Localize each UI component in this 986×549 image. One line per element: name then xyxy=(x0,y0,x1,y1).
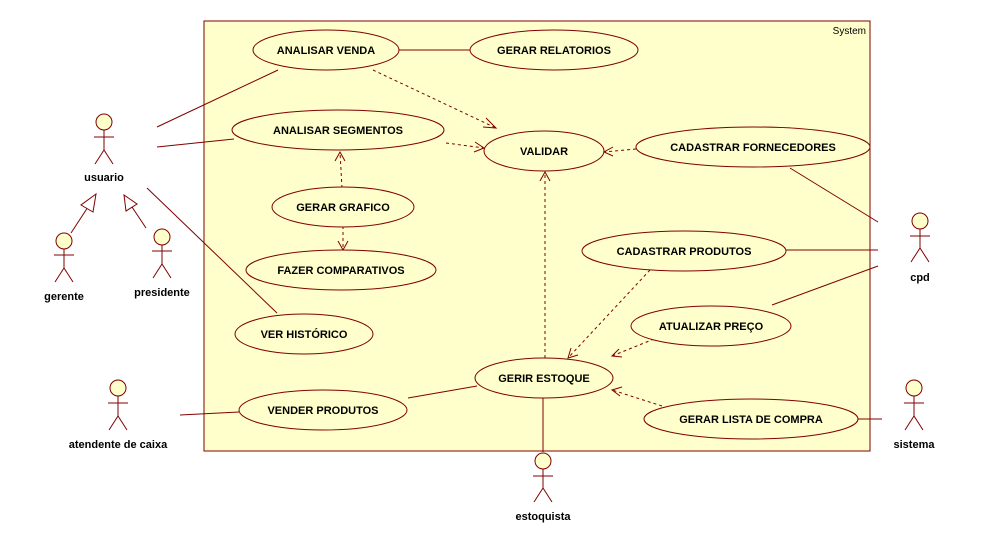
assoc-usuario-ver-historico xyxy=(146,187,278,314)
dep-gerar-grafico-analisar-segmentos xyxy=(339,151,343,189)
arrowhead-icon xyxy=(567,347,579,359)
dep-cadastrar-fornecedores-validar xyxy=(603,148,637,153)
actor-label: sistema xyxy=(894,439,936,451)
arrowhead-icon xyxy=(610,386,623,397)
dep-analisar-segmentos-validar xyxy=(445,142,485,149)
actor-gerente[interactable]: gerente xyxy=(44,232,84,303)
dep-gerar-lista-gerir-estoque xyxy=(611,389,663,407)
actor-icon xyxy=(910,212,930,263)
dependencies xyxy=(334,69,663,407)
actor-label: gerente xyxy=(44,291,84,303)
arrowhead-icon xyxy=(482,117,498,129)
actor-sistema[interactable]: sistema xyxy=(894,379,936,451)
actor-atendente-de-caixa[interactable]: atendente de caixa xyxy=(69,379,168,451)
arrowhead-icon xyxy=(610,348,623,358)
use-case-ver-historico[interactable]: VER HISTÓRICO xyxy=(234,313,374,355)
use-case-vender-produtos[interactable]: VENDER PRODUTOS xyxy=(238,389,408,431)
use-case-label: CADASTRAR PRODUTOS xyxy=(617,246,752,258)
actor-label: presidente xyxy=(134,287,190,299)
arrowhead-icon xyxy=(539,170,551,182)
assoc-vender-produtos-gerir-estoque xyxy=(407,385,478,399)
use-case-gerar-grafico[interactable]: GERAR GRAFICO xyxy=(271,186,415,228)
dep-atualizar-preco-gerir-estoque xyxy=(611,338,655,357)
use-case-gerar-lista-de-compra[interactable]: GERAR LISTA DE COMPRA xyxy=(643,398,859,440)
actor-icon xyxy=(904,379,924,431)
use-case-label: VALIDAR xyxy=(520,146,568,158)
use-case-label: VER HISTÓRICO xyxy=(261,328,348,341)
use-case-analisar-venda[interactable]: ANALISAR VENDA xyxy=(252,29,400,71)
gen-gerente-usuario xyxy=(70,206,89,234)
assoc-atendente-vender-produtos xyxy=(179,411,240,416)
actor-label: estoquista xyxy=(515,511,571,523)
use-case-analisar-segmentos[interactable]: ANALISAR SEGMENTOS xyxy=(231,109,445,151)
use-case-label: FAZER COMPARATIVOS xyxy=(277,265,404,277)
assoc-usuario-analisar-venda xyxy=(156,69,279,128)
actor-estoquista[interactable]: estoquista xyxy=(515,452,571,523)
use-case-label: CADASTRAR FORNECEDORES xyxy=(670,142,836,154)
use-case-label: VENDER PRODUTOS xyxy=(267,405,378,417)
system-label: System xyxy=(833,26,866,37)
actor-icon xyxy=(54,232,74,283)
use-case-label: GERAR GRAFICO xyxy=(296,202,390,214)
use-case-label: ANALISAR VENDA xyxy=(277,45,375,57)
use-case-validar[interactable]: VALIDAR xyxy=(483,130,605,172)
assoc-cpd-atualizar-preco xyxy=(771,265,879,306)
assoc-cpd-cadastrar-fornecedores xyxy=(789,167,879,223)
actor-icon xyxy=(152,228,172,279)
dep-analisar-venda-validar xyxy=(372,69,497,129)
actor-icon xyxy=(108,379,128,431)
use-case-cadastrar-fornecedores[interactable]: CADASTRAR FORNECEDORES xyxy=(635,126,871,168)
actor-icon xyxy=(533,452,553,503)
actor-label: cpd xyxy=(910,272,930,284)
actor-icon xyxy=(94,113,114,165)
use-case-gerar-relatorios[interactable]: GERAR RELATORIOS xyxy=(469,29,639,71)
use-case-label: GERAR LISTA DE COMPRA xyxy=(679,414,823,426)
use-case-label: GERAR RELATORIOS xyxy=(497,45,611,57)
use-case-atualizar-preco[interactable]: ATUALIZAR PREÇO xyxy=(630,305,792,347)
arrowhead-icon xyxy=(473,141,486,153)
actor-presidente[interactable]: presidente xyxy=(134,228,190,299)
actor-label: usuario xyxy=(84,172,124,184)
generalization-arrow-icon xyxy=(80,192,97,213)
use-case-cadastrar-produtos[interactable]: CADASTRAR PRODUTOS xyxy=(581,230,787,272)
actor-usuario[interactable]: usuario xyxy=(84,113,124,184)
use-case-label: ATUALIZAR PREÇO xyxy=(659,321,764,333)
generalizations xyxy=(70,192,147,234)
actor-cpd[interactable]: cpd xyxy=(910,212,930,284)
gen-presidente-usuario xyxy=(131,206,147,229)
use-case-gerir-estoque[interactable]: GERIR ESTOQUE xyxy=(474,357,614,399)
dep-cadastrar-produtos-gerir-estoque xyxy=(567,269,651,359)
assoc-usuario-analisar-segmentos xyxy=(156,138,235,148)
associations xyxy=(146,49,882,452)
actor-label: atendente de caixa xyxy=(69,439,168,451)
generalization-arrow-icon xyxy=(123,193,138,212)
use-case-label: ANALISAR SEGMENTOS xyxy=(273,125,403,137)
use-case-fazer-comparativos[interactable]: FAZER COMPARATIVOS xyxy=(245,249,437,291)
arrowhead-icon xyxy=(334,150,346,162)
use-case-label: GERIR ESTOQUE xyxy=(498,373,589,385)
